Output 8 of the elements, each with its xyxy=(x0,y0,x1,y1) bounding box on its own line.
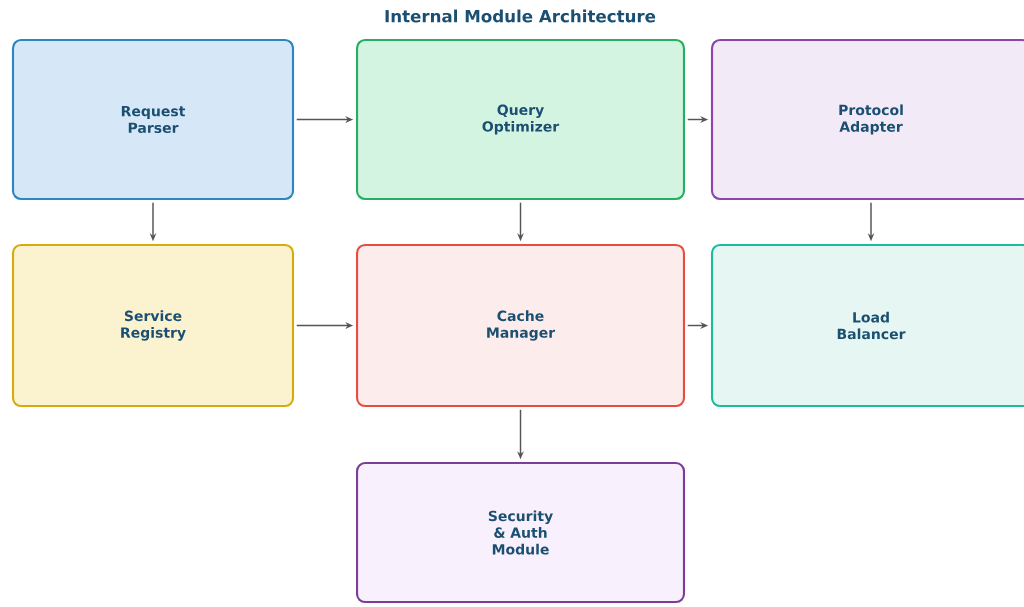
module-box: Security & Auth Module xyxy=(355,461,686,604)
module-box: Protocol Adapter xyxy=(710,38,1024,201)
module-box: Query Optimizer xyxy=(355,38,686,201)
module-box: Service Registry xyxy=(11,243,295,408)
module-box: Cache Manager xyxy=(355,243,686,408)
module-box: Load Balancer xyxy=(710,243,1024,408)
module-box: Request Parser xyxy=(11,38,295,201)
title: Internal Module Architecture xyxy=(385,9,656,23)
